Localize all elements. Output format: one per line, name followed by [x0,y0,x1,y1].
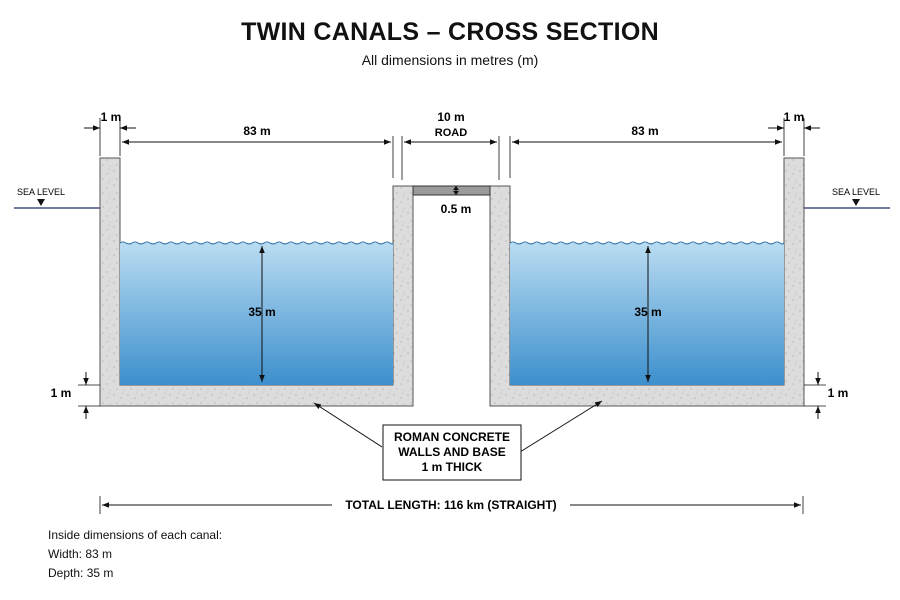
page-title: TWIN CANALS – CROSS SECTION [241,18,659,46]
dim-base-left-label: 1 m [51,386,72,400]
callout-line-3: 1 m THICK [422,460,483,474]
road-slab [412,185,491,196]
dim-road-width-label: 10 m [437,110,464,124]
dim-wall-right-label: 1 m [784,110,805,124]
left-canal-water [120,243,393,385]
dim-base-left: 1 m [51,372,100,419]
dim-road-width: 10 m ROAD [401,110,500,180]
callout-line-2: WALLS AND BASE [398,445,506,459]
dim-base-right-label: 1 m [828,386,849,400]
notes-width: Width: 83 m [48,547,113,561]
dim-canal-width-left: 83 m [122,124,394,178]
dim-base-right: 1 m [804,372,848,419]
dim-depth-left-label: 35 m [248,305,275,319]
dim-road-name-label: ROAD [435,127,467,139]
callout-leader-left [313,402,383,448]
left-canal-concrete [99,157,414,407]
dim-canal-width-right: 83 m [509,124,782,178]
dim-depth-right-label: 35 m [634,305,661,319]
callout-line-1: ROMAN CONCRETE [394,430,510,444]
sea-level-left-label: SEA LEVEL [17,187,65,197]
sea-level-marker-icon [37,199,45,206]
dim-road-thickness-label: 0.5 m [441,202,472,216]
notes-depth: Depth: 35 m [48,566,114,580]
dim-depth-right: 35 m [634,246,662,382]
dim-wall-left: 1 m [84,110,136,156]
sea-level-marker-icon [852,199,860,206]
dim-road-thickness: 0.5 m [441,186,472,216]
dim-depth-left: 35 m [248,246,276,382]
callout-leader-right [519,400,603,453]
dim-wall-left-label: 1 m [101,110,122,124]
right-water-surface [509,241,785,245]
sea-level-left: SEA LEVEL [14,187,100,209]
sea-level-right: SEA LEVEL [804,187,890,209]
dim-total-length: TOTAL LENGTH: 116 km (STRAIGHT) [99,496,804,514]
page-subtitle: All dimensions in metres (m) [361,52,539,68]
material-callout: ROMAN CONCRETE WALLS AND BASE 1 m THICK [382,424,522,481]
dimension-notes: Inside dimensions of each canal: Width: … [48,526,222,583]
sea-level-right-label: SEA LEVEL [832,187,880,197]
notes-heading: Inside dimensions of each canal: [48,528,223,542]
total-length-label: TOTAL LENGTH: 116 km (STRAIGHT) [345,498,556,512]
dim-canal-width-right-label: 83 m [631,124,658,138]
dim-canal-width-left-label: 83 m [243,124,270,138]
left-water-surface [119,241,394,245]
dim-wall-right: 1 m [768,110,820,156]
